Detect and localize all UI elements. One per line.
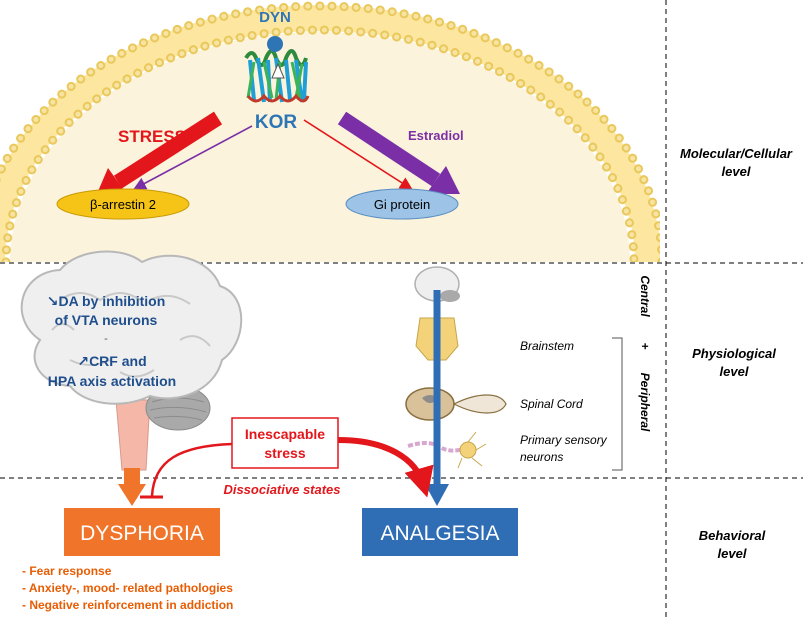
kor-label: KOR	[255, 112, 298, 133]
kor-to-arrestin-arrow	[133, 125, 253, 190]
peripheral-label: Peripheral	[638, 373, 652, 432]
inescapable-stress-line1: Inescapable	[245, 426, 325, 442]
dysphoria-box	[64, 508, 220, 556]
level-physiological-line2: level	[720, 364, 749, 379]
outcome-item: - Fear response	[22, 564, 112, 578]
brain-text-line2: of VTA neurons	[55, 312, 158, 328]
plus-label: +	[638, 342, 652, 349]
outcome-item: - Negative reinforcement in addiction	[22, 598, 233, 612]
estradiol-arrow	[337, 111, 460, 194]
cell-membrane	[0, 1, 660, 262]
arrestin-node	[56, 188, 190, 220]
brainstem-label: Brainstem	[520, 339, 574, 353]
kor-to-gi-arrow	[303, 119, 413, 190]
outcome-item: - Anxiety-, mood- related pathologies	[22, 581, 233, 595]
brain-text-line1: ↘DA by inhibition	[47, 293, 166, 309]
spinal-cord-label: Spinal Cord	[520, 397, 583, 411]
kor-receptor-icon	[244, 49, 310, 103]
brain-text-line4: HPA axis activation	[48, 373, 176, 389]
analgesia-label: ANALGESIA	[380, 522, 499, 545]
stress-to-analgesia-curve	[337, 437, 434, 498]
dysphoria-arrow	[118, 468, 146, 506]
central-label: Central	[638, 275, 652, 317]
gi-protein-label: Gi protein	[374, 197, 430, 212]
dyn-label: DYN	[259, 9, 291, 26]
inescapable-stress-line2: stress	[264, 445, 305, 461]
level-behavioral-line2: level	[718, 546, 747, 561]
level-behavioral-line1: Behavioral	[699, 528, 766, 543]
brain-text-separator: -	[104, 333, 108, 345]
level-molecular-line1: Molecular/Cellular	[680, 146, 793, 161]
gi-protein-node	[345, 188, 459, 220]
level-molecular-line2: level	[722, 164, 751, 179]
stress-label: STRESS	[118, 127, 186, 146]
analgesia-box	[362, 508, 518, 556]
sensory-neurons-line2: neurons	[520, 450, 563, 464]
inescapable-stress-box	[231, 417, 339, 469]
dysphoria-label: DYSPHORIA	[80, 522, 204, 545]
arrestin-label: β-arrestin 2	[90, 197, 156, 212]
dyn-ligand-icon	[267, 36, 283, 52]
stress-inhibit-dysphoria-curve	[150, 442, 233, 497]
sensory-neurons-line1: Primary sensory	[520, 433, 608, 447]
estradiol-label: Estradiol	[408, 128, 464, 143]
dissociative-states-label: Dissociative states	[223, 482, 340, 497]
level-physiological-line1: Physiological	[692, 346, 776, 361]
brain-text-line3: ↗CRF and	[77, 353, 146, 369]
cns-pathway	[405, 266, 507, 469]
brain-icon	[20, 250, 243, 471]
peripheral-bracket	[612, 337, 623, 471]
